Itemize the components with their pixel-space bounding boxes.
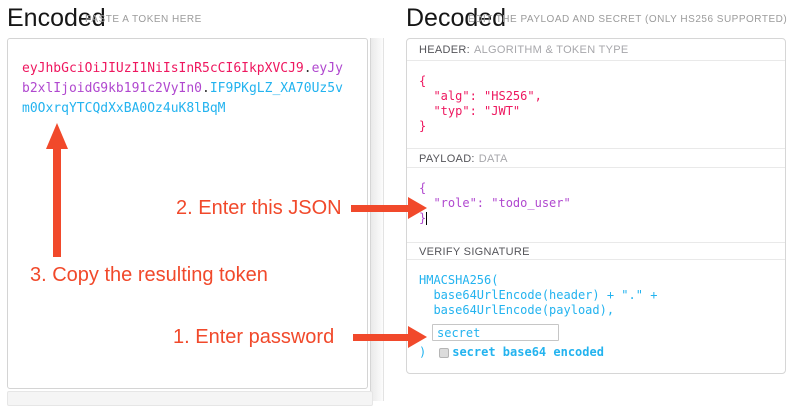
header-json-text[interactable]: { "alg": "HS256", "typ": "JWT" } [419, 74, 542, 133]
payload-section-label: PAYLOAD:DATA [407, 149, 785, 168]
step2-arrow-head [408, 197, 427, 219]
step1-annotation: 1. Enter password [173, 326, 335, 348]
header-json-editor[interactable]: { "alg": "HS256", "typ": "JWT" } [407, 61, 785, 149]
secret-base64-label[interactable]: secret base64 encoded [452, 345, 604, 359]
encoded-token-textarea[interactable]: eyJhbGciOiJIUzI1NiIsInR5cCI6IkpXVCJ9.eyJ… [7, 38, 368, 389]
step3-arrow-head [46, 123, 68, 149]
header-label-primary: HEADER: [419, 44, 470, 56]
signature-closing-row: ) secret base64 encoded [419, 345, 773, 360]
verify-signature-label: VERIFY SIGNATURE [407, 243, 785, 260]
decoded-title: Decoded [406, 4, 507, 32]
header-label-secondary: ALGORITHM & TOKEN TYPE [474, 44, 629, 56]
decoded-subtitle: EDIT THE PAYLOAD AND SECRET (ONLY HS256 … [468, 14, 788, 25]
step1-arrow-head [408, 326, 427, 348]
decoded-panel: HEADER: ALGORITHM & TOKEN TYPE { "alg": "… [406, 38, 786, 374]
signature-code-text: HMACSHA256( base64UrlEncode(header) + ".… [419, 273, 658, 317]
encoded-scrollbar-track[interactable] [370, 38, 384, 401]
step2-arrow-shaft [351, 205, 408, 212]
step2-annotation: 2. Enter this JSON [176, 197, 342, 219]
encoded-subtitle: PASTE A TOKEN HERE [85, 14, 202, 25]
payload-json-text[interactable]: { "role": "todo_user" } [419, 181, 571, 225]
step3-annotation: 3. Copy the resulting token [30, 264, 268, 286]
secret-input[interactable] [432, 324, 559, 341]
closing-paren: ) [419, 345, 427, 359]
jwt-token-text[interactable]: eyJhbGciOiJIUzI1NiIsInR5cCI6IkpXVCJ9.eyJ… [22, 61, 343, 116]
payload-json-editor[interactable]: { "role": "todo_user" } [407, 168, 785, 243]
signature-section: HMACSHA256( base64UrlEncode(header) + ".… [407, 260, 785, 373]
payload-label-primary: PAYLOAD: [419, 153, 475, 165]
encoded-horizontal-scrollbar[interactable] [7, 391, 373, 406]
verify-label-primary: VERIFY SIGNATURE [419, 246, 530, 258]
secret-base64-checkbox[interactable] [439, 347, 450, 358]
step3-arrow-shaft [53, 148, 61, 257]
header-section-label: HEADER: ALGORITHM & TOKEN TYPE [407, 39, 785, 61]
step1-arrow-shaft [353, 334, 408, 341]
encoded-title: Encoded [7, 4, 106, 32]
payload-label-secondary: DATA [478, 153, 508, 165]
